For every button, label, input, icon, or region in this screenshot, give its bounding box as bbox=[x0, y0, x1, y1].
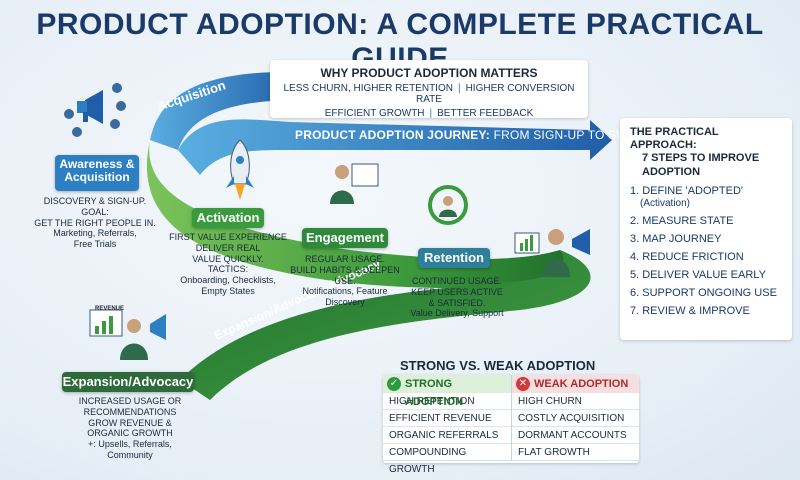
check-icon: ✓ bbox=[387, 377, 401, 391]
stage-awareness-button: Awareness & Acquisition bbox=[55, 155, 139, 191]
strong-item: COMPOUNDING GROWTH bbox=[383, 444, 511, 475]
retention-cycle-icon bbox=[428, 185, 468, 225]
strong-weak-table: ✓ STRONG ADOPTION HIGH RETENTION EFFICIE… bbox=[383, 375, 639, 475]
approach-step-5: 5. DELIVER VALUE EARLY bbox=[630, 268, 766, 281]
strong-column: ✓ STRONG ADOPTION HIGH RETENTION EFFICIE… bbox=[383, 375, 511, 475]
expansion-band bbox=[180, 250, 591, 400]
cross-icon: ✕ bbox=[516, 377, 530, 391]
stage-activation-button: Activation bbox=[192, 208, 264, 228]
approach-title: THE PRACTICAL APPROACH: 7 STEPS TO IMPRO… bbox=[630, 126, 760, 178]
why-separator: | bbox=[457, 83, 461, 94]
weak-column: ✕ WEAK ADOPTION HIGH CHURN COSTLY ACQUIS… bbox=[511, 375, 639, 461]
approach-step-1: 1. DEFINE 'ADOPTED' (Activation) bbox=[630, 184, 743, 209]
stage-engagement-button: Engagement bbox=[302, 228, 388, 248]
approach-step-7: 7. REVIEW & IMPROVE bbox=[630, 304, 750, 317]
why-item-growth: EFFICIENT GROWTH bbox=[324, 108, 425, 119]
stage-expansion-text: INCREASED USAGE OR RECOMMENDATIONS GROW … bbox=[78, 396, 182, 460]
strong-item: EFFICIENT REVENUE bbox=[383, 410, 511, 427]
weak-item: FLAT GROWTH bbox=[512, 444, 639, 461]
stage-activation-text: FIRST VALUE EXPERIENCE DELIVER REAL VALU… bbox=[169, 232, 287, 296]
weak-item: HIGH CHURN bbox=[512, 393, 639, 410]
weak-item: COSTLY ACQUISITION bbox=[512, 410, 639, 427]
weak-item: DORMANT ACCOUNTS bbox=[512, 427, 639, 444]
why-item-churn: LESS CHURN, HIGHER RETENTION bbox=[283, 83, 453, 94]
engagement-user-icon bbox=[330, 163, 379, 204]
revenue-label: REVENUE bbox=[95, 306, 124, 312]
green-sweep bbox=[146, 140, 575, 288]
journey-arrow bbox=[178, 119, 612, 175]
advocate-user-icon bbox=[514, 229, 590, 277]
revenue-chart-icon bbox=[89, 309, 166, 360]
strong-weak-title: STRONG VS. WEAK ADOPTION bbox=[400, 358, 596, 373]
why-row-2: EFFICIENT GROWTH | BETTER FEEDBACK bbox=[270, 108, 588, 119]
practical-approach-panel: THE PRACTICAL APPROACH: 7 STEPS TO IMPRO… bbox=[620, 118, 792, 340]
why-item-feedback: BETTER FEEDBACK bbox=[437, 108, 534, 119]
journey-label-bold: PRODUCT ADOPTION JOURNEY: bbox=[295, 128, 491, 142]
why-row-1: LESS CHURN, HIGHER RETENTION |HIGHER CONV… bbox=[270, 83, 588, 105]
megaphone-icon bbox=[64, 83, 126, 137]
approach-step-2: 2. MEASURE STATE bbox=[630, 214, 734, 227]
strong-header: ✓ STRONG ADOPTION bbox=[383, 375, 511, 408]
why-item-conversion: HIGHER CONVERSION RATE bbox=[416, 83, 575, 105]
stage-retention-text: CONTINUED USAGE. KEEP USERS ACTIVE & SAT… bbox=[410, 276, 504, 319]
stage-awareness-text: DISCOVERY & SIGN-UP. GOAL: GET THE RIGHT… bbox=[34, 196, 156, 250]
stage-retention-button: Retention bbox=[418, 248, 490, 268]
page-title: PRODUCT ADOPTION: A COMPLETE PRACTICAL G… bbox=[36, 8, 764, 75]
acquisition-band bbox=[150, 71, 300, 150]
approach-step-4: 4. REDUCE FRICTION bbox=[630, 250, 744, 263]
strong-item: HIGH RETENTION bbox=[383, 393, 511, 410]
weak-header: ✕ WEAK ADOPTION bbox=[512, 375, 639, 393]
stage-expansion-button: Expansion/Advocacy bbox=[62, 372, 194, 392]
stage-engagement-text: REGULAR USAGE. BUILD HABITS & DEEPEN USE… bbox=[290, 254, 400, 308]
approach-step-3: 3. MAP JOURNEY bbox=[630, 232, 722, 245]
strong-item: ORGANIC REFERRALS bbox=[383, 427, 511, 444]
why-title: WHY PRODUCT ADOPTION MATTERS bbox=[320, 66, 538, 80]
why-adoption-box: WHY PRODUCT ADOPTION MATTERS LESS CHURN,… bbox=[270, 60, 588, 119]
why-separator: | bbox=[429, 108, 433, 119]
rocket-icon bbox=[226, 139, 254, 200]
approach-step-6: 6. SUPPORT ONGOING USE bbox=[630, 286, 777, 299]
journey-label: PRODUCT ADOPTION JOURNEY: FROM SIGN-UP T… bbox=[295, 128, 668, 142]
